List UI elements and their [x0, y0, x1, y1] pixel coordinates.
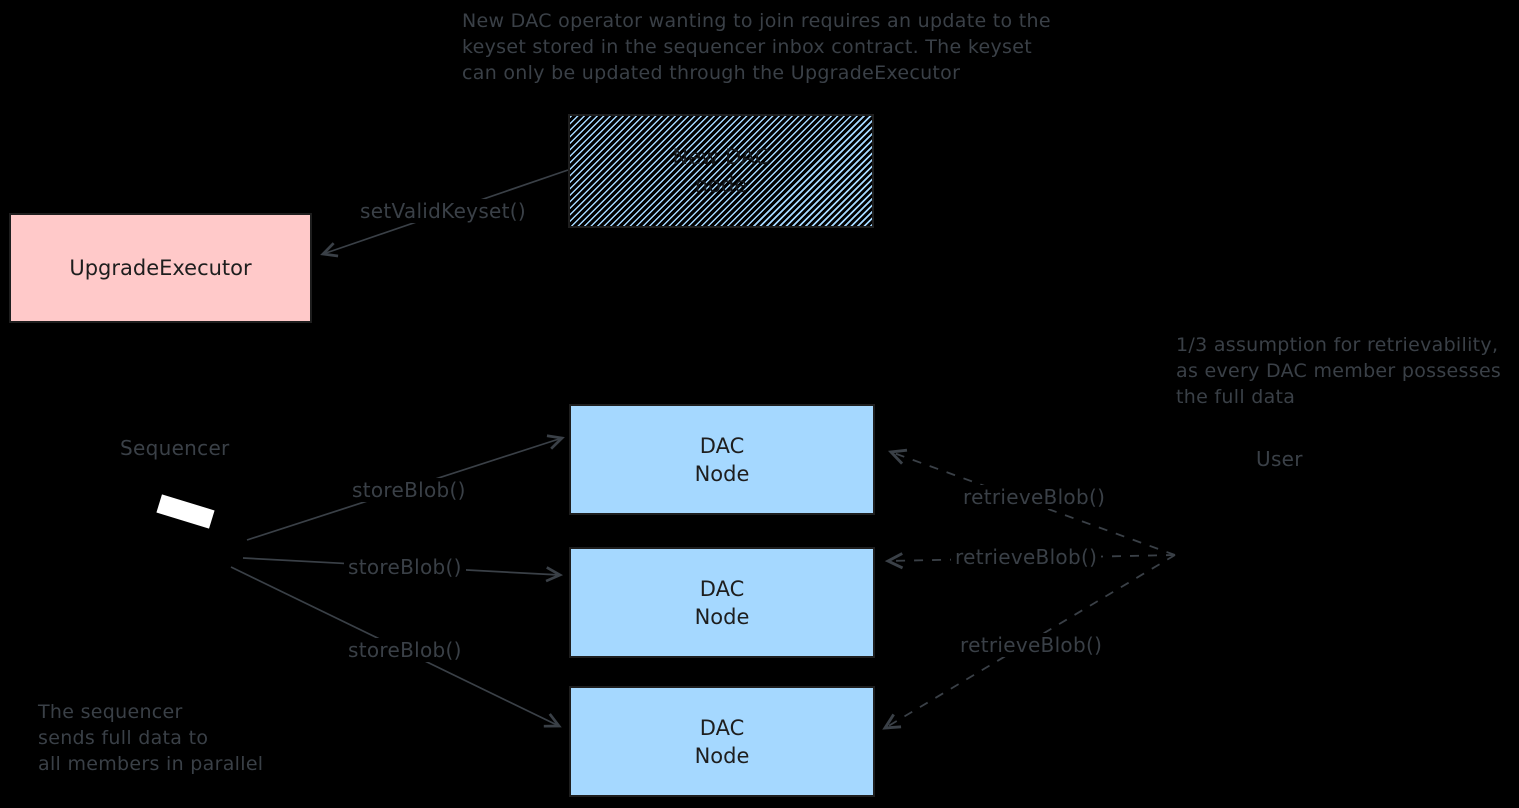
note-assumption-line-1: 1/3 assumption for retrievability,	[1176, 334, 1499, 356]
note-keyset-line-3: can only be updated through the UpgradeE…	[462, 62, 961, 84]
note-parallel-line-3: all members in parallel	[38, 753, 264, 775]
user-label: User	[1256, 447, 1303, 471]
edge-label-store-blob-2: storeBlob()	[344, 555, 466, 579]
upgrade-executor-box: UpgradeExecutor	[9, 213, 312, 323]
upgrade-executor-label: UpgradeExecutor	[69, 256, 252, 280]
dac-node-box-2: DAC Node	[569, 547, 875, 658]
dac-node-2-label-line-2: Node	[694, 604, 750, 629]
note-parallel-line-1: The sequencer	[38, 701, 183, 723]
note-assumption-line-2: as every DAC member possesses	[1176, 360, 1502, 382]
arrow-retrieve-blob-2	[884, 552, 1176, 570]
dac-node-2-label-line-1: DAC	[699, 576, 745, 601]
edge-label-retrieve-blob-3: retrieveBlob()	[956, 633, 1107, 657]
dac-node-3-label-line-2: Node	[694, 743, 750, 768]
edge-label-retrieve-blob-2: retrieveBlob()	[951, 545, 1102, 569]
edge-label-retrieve-blob-1: retrieveBlob()	[959, 485, 1110, 509]
note-keyset-line-2: keyset stored in the sequencer inbox con…	[462, 36, 1032, 58]
edge-label-set-valid-keyset: setValidKeyset()	[356, 199, 530, 223]
note-keyset-update: New DAC operator wanting to join require…	[462, 8, 1051, 86]
note-parallel-line-2: sends full data to	[38, 727, 209, 749]
dac-node-box-1: DAC Node	[569, 404, 875, 515]
edge-label-store-blob-3: storeBlob()	[344, 638, 466, 662]
new-dac-node-label-line-2: node	[694, 173, 748, 197]
new-dac-node-label-line-1: New DAC	[672, 145, 770, 169]
dac-node-box-3: DAC Node	[569, 686, 875, 797]
edge-label-store-blob-1: storeBlob()	[348, 478, 470, 502]
dac-node-1-label-line-2: Node	[694, 461, 750, 486]
dac-node-1-label-line-1: DAC	[699, 433, 745, 458]
note-keyset-line-1: New DAC operator wanting to join require…	[462, 10, 1051, 32]
new-dac-node-box: New DAC node	[568, 114, 874, 228]
note-assumption-line-3: the full data	[1176, 386, 1296, 408]
sequencer-label: Sequencer	[120, 436, 230, 460]
dac-node-3-label-line-1: DAC	[699, 715, 745, 740]
note-parallel: The sequencer sends full data to all mem…	[38, 699, 263, 777]
note-assumption: 1/3 assumption for retrievability, as ev…	[1176, 332, 1501, 410]
